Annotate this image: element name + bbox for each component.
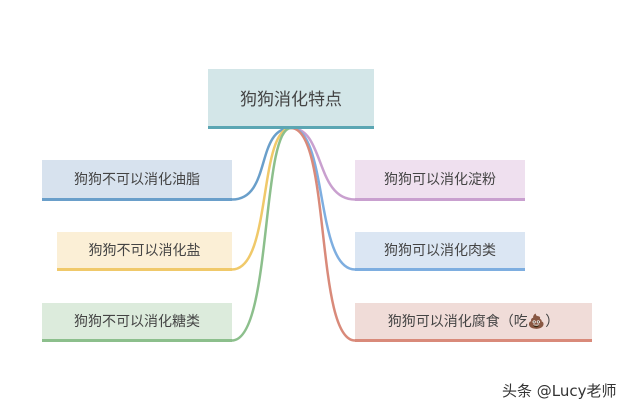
watermark: 头条 @Lucy老师 — [502, 382, 617, 400]
node-no-fat[interactable]: 狗狗不可以消化油脂 — [42, 160, 232, 201]
connector-line — [231, 126, 292, 342]
node-no-salt[interactable]: 狗狗不可以消化盐 — [57, 232, 232, 271]
root-node[interactable]: 狗狗消化特点 — [208, 69, 374, 129]
node-no-sugar[interactable]: 狗狗不可以消化糖类 — [42, 303, 232, 342]
connector-line — [290, 126, 356, 342]
connector-line — [231, 126, 292, 201]
connector-line — [231, 126, 292, 271]
node-starch[interactable]: 狗狗可以消化淀粉 — [355, 160, 525, 201]
node-carrion[interactable]: 狗狗可以消化腐食（吃💩） — [355, 303, 592, 342]
connector-line — [290, 126, 356, 201]
node-meat[interactable]: 狗狗可以消化肉类 — [355, 232, 525, 271]
